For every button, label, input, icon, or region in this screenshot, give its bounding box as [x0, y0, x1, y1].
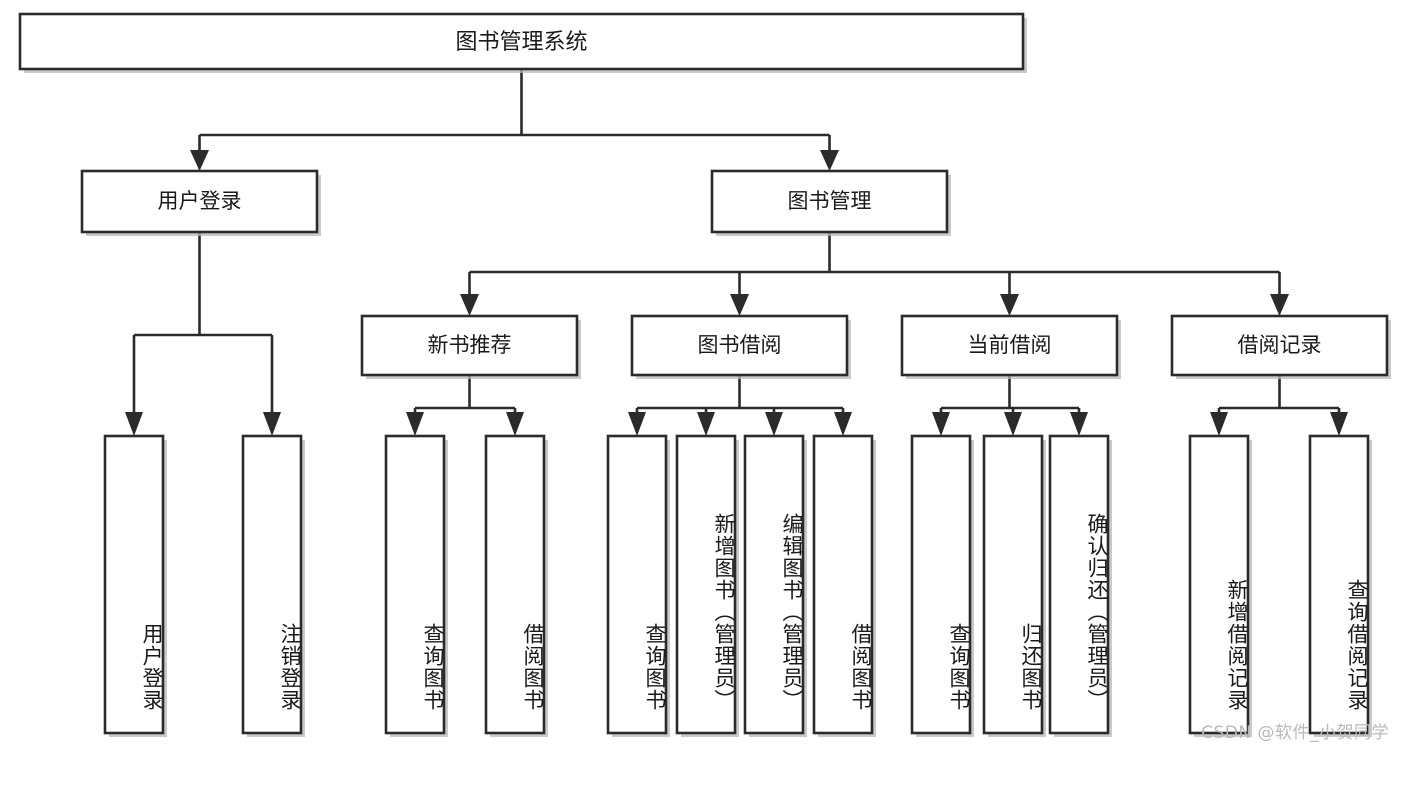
- node-user-login[interactable]: 用户登录: [80, 169, 321, 236]
- connector-group-currentborrow-leaves: [932, 375, 1088, 436]
- arrow-head-leaf-query-record: [1330, 412, 1348, 436]
- leaf-node-box: [241, 434, 303, 735]
- arrow-head-leaf-borrow-book-2: [834, 412, 852, 436]
- leaf-node[interactable]: [982, 434, 1046, 737]
- leaf-node[interactable]: [1048, 434, 1112, 737]
- node-book-borrow-label: 图书借阅: [698, 333, 782, 357]
- connector-group-bookmgmt-to-level3: [460, 232, 1289, 316]
- leaf-node[interactable]: [241, 434, 305, 737]
- leaf-node-box: [1048, 434, 1110, 735]
- arrow-head-leaf-query-book-3: [932, 412, 950, 436]
- leaf-node-box: [675, 434, 737, 735]
- leaf-node[interactable]: [1308, 434, 1372, 737]
- arrow-head-leaf-edit-book: [765, 412, 783, 436]
- arrow-head-leaf-return-book: [1004, 412, 1022, 436]
- node-book-borrow[interactable]: 图书借阅: [630, 314, 851, 379]
- leaf-node[interactable]: [1188, 434, 1252, 737]
- leaf-node-box: [484, 434, 546, 735]
- node-book-borrow-box: [630, 314, 849, 377]
- arrow-head-leaf-logout: [263, 412, 281, 436]
- node-book-management[interactable]: 图书管理: [710, 169, 951, 236]
- node-new-book-recommend[interactable]: 新书推荐: [360, 314, 581, 379]
- node-book-management-label: 图书管理: [788, 189, 872, 213]
- leaf-node[interactable]: [910, 434, 974, 737]
- leaf-node-box: [384, 434, 446, 735]
- arrow-head-borrow-record: [1270, 294, 1289, 316]
- leaf-box-group: [103, 434, 1372, 737]
- node-current-borrow[interactable]: 当前借阅: [900, 314, 1121, 379]
- diagram-canvas: 图书管理系统 用户登录 图书管理 新书推荐 图书借阅 当前借阅: [18, 12, 1391, 737]
- leaf-node-box: [910, 434, 972, 735]
- node-current-borrow-label: 当前借阅: [968, 333, 1052, 357]
- node-root-box: [18, 12, 1025, 71]
- node-book-management-box: [710, 169, 949, 234]
- leaf-node[interactable]: [103, 434, 167, 737]
- watermark-text: CSDN @软件_小贺同学: [1201, 723, 1389, 743]
- arrow-head-leaf-user-login: [125, 412, 143, 436]
- leaf-node-box: [1188, 434, 1250, 735]
- arrow-head-leaf-add-record: [1210, 412, 1228, 436]
- node-user-login-label: 用户登录: [158, 189, 242, 213]
- arrow-head-book-borrow: [730, 294, 749, 316]
- leaf-node-box: [1308, 434, 1370, 735]
- arrow-head-current-borrow: [1000, 294, 1019, 316]
- connector-group-root-to-level2: [190, 69, 839, 171]
- connector-group-borrowrecord-leaves: [1210, 375, 1348, 436]
- arrow-head-book-mgmt: [820, 150, 839, 171]
- connector-group-bookborrow-leaves: [628, 375, 852, 436]
- node-root-label: 图书管理系统: [455, 30, 587, 55]
- leaf-node[interactable]: [384, 434, 448, 737]
- functional-structure-diagram: 图书管理系统 用户登录 图书管理 新书推荐 图书借阅 当前借阅: [18, 12, 1391, 743]
- arrow-head-new-book: [460, 294, 479, 316]
- leaf-node[interactable]: [606, 434, 670, 737]
- node-borrow-record[interactable]: 借阅记录: [1170, 314, 1391, 379]
- arrow-head-leaf-add-book: [697, 412, 715, 436]
- arrow-head-leaf-confirm-return: [1070, 412, 1088, 436]
- arrow-head-leaf-query-book-1: [406, 412, 424, 436]
- leaf-node-box: [103, 434, 165, 735]
- node-borrow-record-box: [1170, 314, 1389, 377]
- node-borrow-record-label: 借阅记录: [1238, 333, 1322, 357]
- arrow-head-user-login: [190, 150, 209, 171]
- node-new-book-recommend-label: 新书推荐: [428, 333, 512, 357]
- leaf-node[interactable]: [484, 434, 548, 737]
- leaf-node[interactable]: [675, 434, 739, 737]
- node-root[interactable]: 图书管理系统: [18, 12, 1027, 73]
- leaf-node-box: [982, 434, 1044, 735]
- leaf-node-box: [606, 434, 668, 735]
- leaf-node[interactable]: [743, 434, 807, 737]
- leaf-node-box: [743, 434, 805, 735]
- node-user-login-box: [80, 169, 319, 234]
- leaf-node-box: [812, 434, 874, 735]
- arrow-head-leaf-borrow-book-1: [506, 412, 524, 436]
- arrow-head-leaf-query-book-2: [628, 412, 646, 436]
- node-new-book-recommend-box: [360, 314, 579, 377]
- connector-group-userlogin-leaves: [125, 232, 281, 436]
- node-current-borrow-box: [900, 314, 1119, 377]
- connector-group-newbook-leaves: [406, 375, 524, 436]
- leaf-node[interactable]: [812, 434, 876, 737]
